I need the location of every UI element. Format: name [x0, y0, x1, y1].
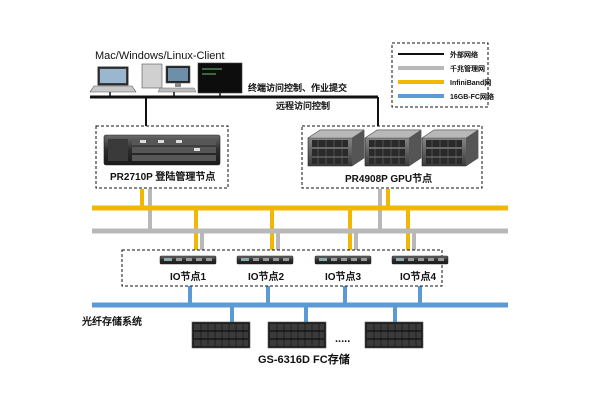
storage-array-icon: [267, 321, 327, 349]
gpu-server-icon: [421, 129, 479, 167]
io-nodes-group: IO节点1 IO节点2 IO节点3 IO节点4: [121, 249, 449, 287]
io-server-icon: [314, 255, 372, 265]
client-label: Mac/Windows/Linux-Client: [95, 50, 225, 62]
gpu-server-icon: [364, 129, 422, 167]
legend: 外部网络 千兆管理网 InfiniBand网 16GB-FC网络: [391, 42, 494, 108]
login-node-label: PR2710P 登陆管理节点: [110, 170, 215, 183]
io-server-icon: [391, 255, 449, 265]
legend-label-external: 外部网络: [450, 50, 478, 59]
io-server-icon: [159, 255, 217, 265]
io-node-4-label: IO节点4: [400, 270, 437, 283]
io-node-1-label: IO节点1: [170, 270, 207, 283]
storage-label: GS-6316D FC存储: [258, 352, 350, 366]
login-node: PR2710P 登陆管理节点: [95, 125, 229, 189]
gpu-node: PR4908P GPU节点: [301, 125, 483, 189]
storage-network-label: 光纤存储系统: [81, 315, 142, 328]
legend-label-gigabit: 千兆管理网: [450, 64, 485, 73]
access-label-2: 远程访问控制: [276, 100, 330, 111]
gpu-server-icon: [307, 129, 365, 167]
storage-arrays: ..... GS-6316D FC存储: [191, 321, 424, 366]
io-server-icon: [236, 255, 294, 265]
legend-label-infiniband: InfiniBand网: [450, 79, 491, 87]
desktop-icon: [141, 63, 197, 93]
io-node-2-label: IO节点2: [248, 270, 285, 283]
laptop-icon: [89, 66, 137, 93]
terminal-icon: [197, 62, 243, 94]
storage-array-icon: [191, 321, 251, 349]
io-node-3-label: IO节点3: [325, 270, 362, 283]
legend-label-fc: 16GB-FC网络: [450, 92, 494, 101]
storage-ellipsis: .....: [335, 333, 350, 345]
storage-array-icon: [364, 321, 424, 349]
client-devices: [89, 62, 243, 94]
gpu-node-label: PR4908P GPU节点: [345, 172, 432, 185]
access-label-1: 终端访问控制、作业提交: [247, 82, 347, 93]
